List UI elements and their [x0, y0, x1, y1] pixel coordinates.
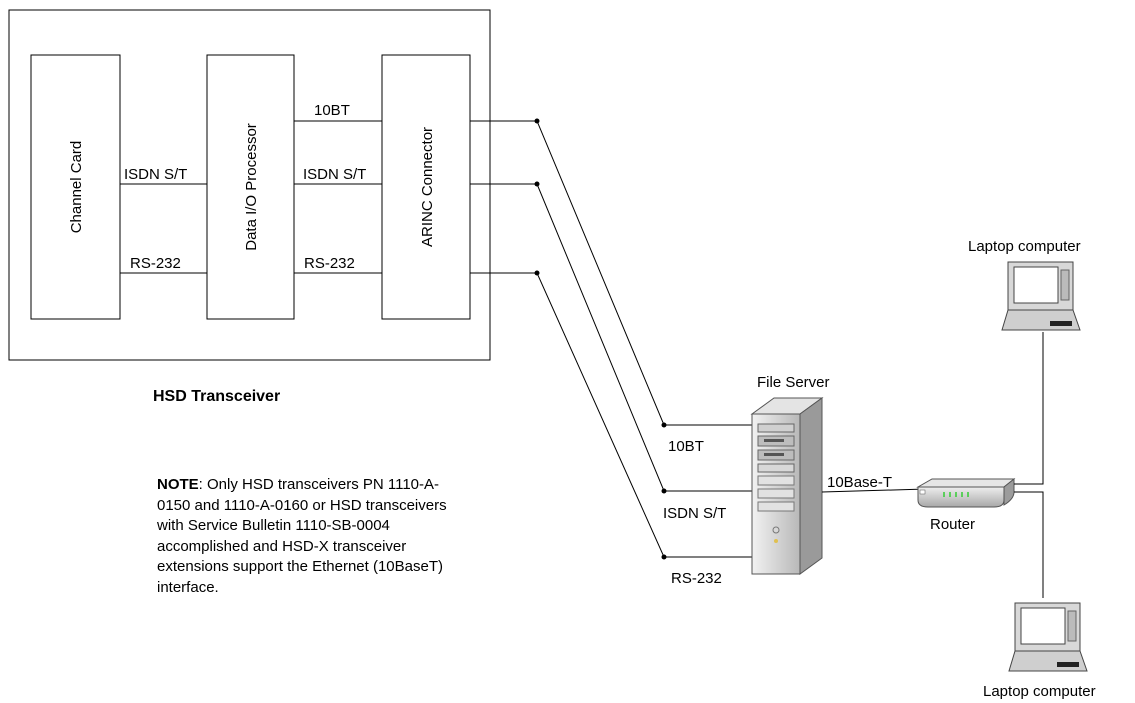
- data-io-processor-label: Data I/O Processor: [243, 123, 260, 251]
- server-router-link: [821, 488, 927, 493]
- internal-links: [120, 120, 382, 274]
- arinc-connector-block: [381, 54, 471, 320]
- laptop-top-icon: [1001, 261, 1081, 331]
- data-io-processor-block: [206, 54, 295, 320]
- server-port-rs232-label: RS-232: [671, 570, 722, 587]
- cables: [470, 120, 752, 558]
- cc-rs232-label: RS-232: [130, 255, 181, 272]
- transceiver-title: HSD Transceiver: [153, 388, 280, 405]
- dio-rs232-label: RS-232: [304, 255, 355, 272]
- note-text: : Only HSD transceivers PN 1110-A-0150 a…: [157, 476, 447, 596]
- note-block: NOTE: Only HSD transceivers PN 1110-A-01…: [157, 475, 457, 598]
- laptop-bottom-icon: [1008, 602, 1088, 672]
- channel-card-label: Channel Card: [68, 141, 85, 234]
- router-icon: [916, 477, 1016, 508]
- server-uplink-label: 10Base-T: [827, 474, 892, 491]
- router-laptop-links: [1014, 332, 1044, 598]
- file-server-label: File Server: [757, 374, 830, 391]
- router-label: Router: [930, 516, 975, 533]
- cable-junctions: [534, 118, 667, 560]
- server-port-isdn-label: ISDN S/T: [663, 505, 726, 522]
- dio-isdn-label: ISDN S/T: [303, 166, 366, 183]
- dio-10bt-label: 10BT: [314, 102, 350, 119]
- arinc-connector-label: ARINC Connector: [419, 127, 436, 247]
- server-port-10bt-label: 10BT: [668, 438, 704, 455]
- channel-card-block: [30, 54, 121, 320]
- laptop-bottom-label: Laptop computer: [983, 683, 1096, 700]
- file-server-icon: [750, 397, 824, 575]
- cc-isdn-label: ISDN S/T: [124, 166, 187, 183]
- laptop-top-label: Laptop computer: [968, 238, 1081, 255]
- note-heading: NOTE: [157, 476, 199, 493]
